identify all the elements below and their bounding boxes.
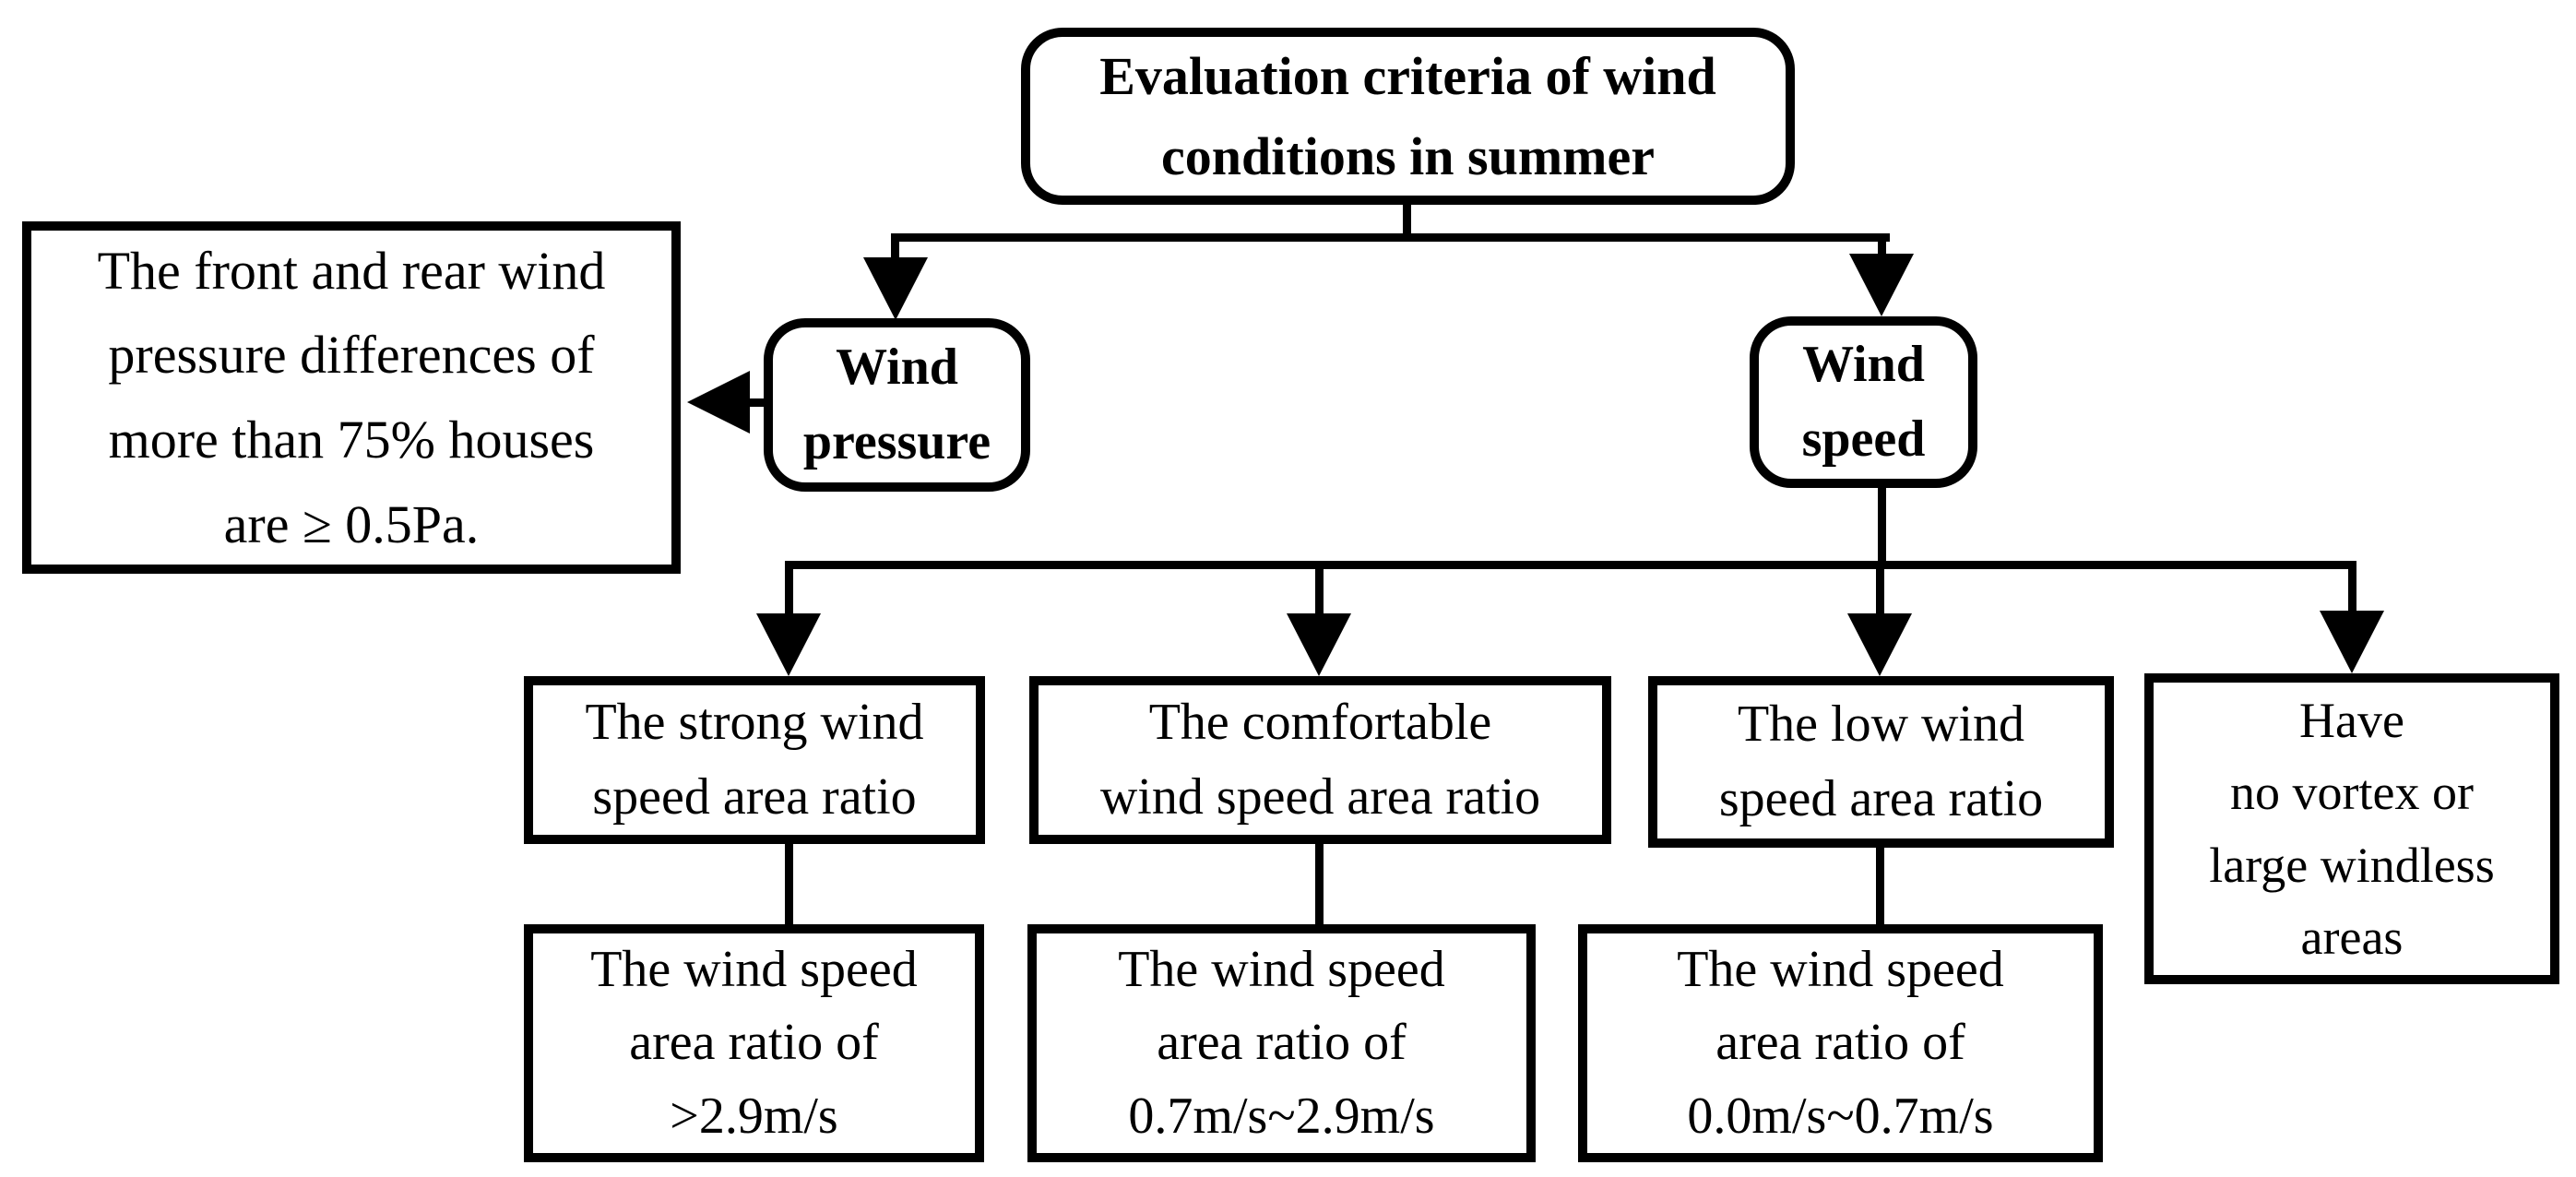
connector-wind-speed-down-stem [1878, 484, 1886, 569]
connector-comfortable-wind-stem [1315, 561, 1324, 616]
node-wind-speed: Wind speed [1750, 316, 1977, 488]
connector-low-wind-stem [1876, 561, 1884, 616]
connector-strong-wind-def [785, 838, 793, 930]
node-wind-pressure: Wind pressure [764, 318, 1030, 492]
arrowhead-down-strong-wind-icon [756, 613, 821, 676]
node-wind-pressure-criterion: The front and rear wind pressure differe… [22, 221, 681, 574]
node-strong-wind: The strong wind speed area ratio [524, 676, 985, 844]
connector-low-wind-def [1876, 841, 1884, 930]
arrowhead-left-criterion-icon [687, 371, 750, 434]
node-root: Evaluation criteria of wind conditions i… [1021, 28, 1795, 205]
connector-vortex-stem [2348, 561, 2356, 616]
connector-wind-pressure-stem [891, 233, 899, 272]
connector-wind-pressure-criterion-stem [736, 398, 766, 407]
connector-level1-hline [891, 233, 1890, 242]
arrowhead-down-wind-speed-icon [1849, 254, 1914, 316]
node-low-wind: The low wind speed area ratio [1648, 676, 2114, 848]
arrowhead-down-low-wind-icon [1847, 613, 1912, 676]
connector-root-stem [1403, 199, 1411, 242]
node-comfortable-wind: The comfortable wind speed area ratio [1029, 676, 1611, 844]
node-vortex: Have no vortex or large windless areas [2144, 673, 2559, 984]
arrowhead-down-wind-pressure-icon [863, 257, 928, 320]
arrowhead-down-vortex-icon [2320, 611, 2384, 673]
connector-strong-wind-stem [785, 561, 793, 616]
node-comfortable-wind-def: The wind speed area ratio of 0.7m/s~2.9m… [1027, 924, 1536, 1162]
node-strong-wind-def: The wind speed area ratio of >2.9m/s [524, 924, 984, 1162]
connector-level2-hline [785, 561, 2356, 569]
node-low-wind-def: The wind speed area ratio of 0.0m/s~0.7m… [1578, 924, 2103, 1162]
connector-comfortable-wind-def [1315, 838, 1324, 930]
connector-wind-speed-stem [1878, 233, 1886, 272]
arrowhead-down-comfortable-wind-icon [1287, 613, 1351, 676]
